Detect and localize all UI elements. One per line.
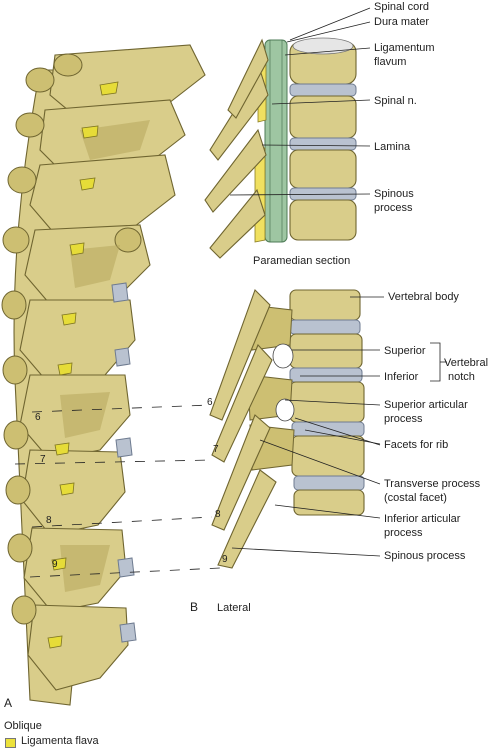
label-lamina: Lamina [374,141,411,153]
label-superior-articular: Superior articular [384,399,468,411]
oblique-number-8: 8 [46,515,52,526]
paramedian-section-illustration [204,37,357,259]
label-transverse-process: Transverse process [384,478,481,490]
label-inferior-articular: Inferior articular [384,513,461,525]
oblique-number-9: 9 [52,559,58,570]
label-sup-articular-process: process [384,413,423,425]
lateral-view-illustration [209,288,365,569]
vertebra-number-group: 6 7 8 9 6 7 8 9 [35,397,228,570]
label-inferior: Inferior [384,371,419,383]
oblique-number-6: 6 [35,412,41,423]
panel-b-letter: B [190,600,198,614]
label-process-top: process [374,202,413,214]
label-superior: Superior [384,345,426,357]
label-flavum: flavum [374,56,406,68]
oblique-number-7: 7 [40,454,46,465]
paramedian-caption: Paramedian section [253,255,350,267]
lateral-number-6: 6 [207,397,213,408]
panel-b-caption: Lateral [217,602,251,614]
label-dura-mater: Dura mater [374,16,429,28]
label-notch: notch [448,371,475,383]
label-vertebral-body: Vertebral body [388,291,459,303]
lateral-number-8: 8 [215,509,221,520]
label-vertebral: Vertebral [444,357,488,369]
lateral-label-group: Vertebral body Superior Inferior Vertebr… [190,291,488,614]
label-facets-for-rib: Facets for rib [384,439,448,451]
legend-swatch [5,738,16,748]
top-label-group: Spinal cord Dura mater Ligamentum flavum… [253,1,435,267]
label-spinous: Spinous [374,188,414,200]
legend-label: Ligamenta flava [21,735,99,747]
lateral-number-7: 7 [213,444,219,455]
label-spinal-cord: Spinal cord [374,1,429,13]
label-inf-articular-process: process [384,527,423,539]
panel-a-caption: Oblique [4,720,42,732]
label-spinal-nerve: Spinal n. [374,95,417,107]
label-spinous-process: Spinous process [384,550,466,562]
leader-lines [14,7,447,578]
oblique-spine-illustration [1,44,206,706]
label-ligamentum: Ligamentum [374,42,435,54]
label-costal-facet: (costal facet) [384,492,447,504]
panel-a-letter: A [4,696,13,710]
lateral-number-9: 9 [222,554,228,565]
